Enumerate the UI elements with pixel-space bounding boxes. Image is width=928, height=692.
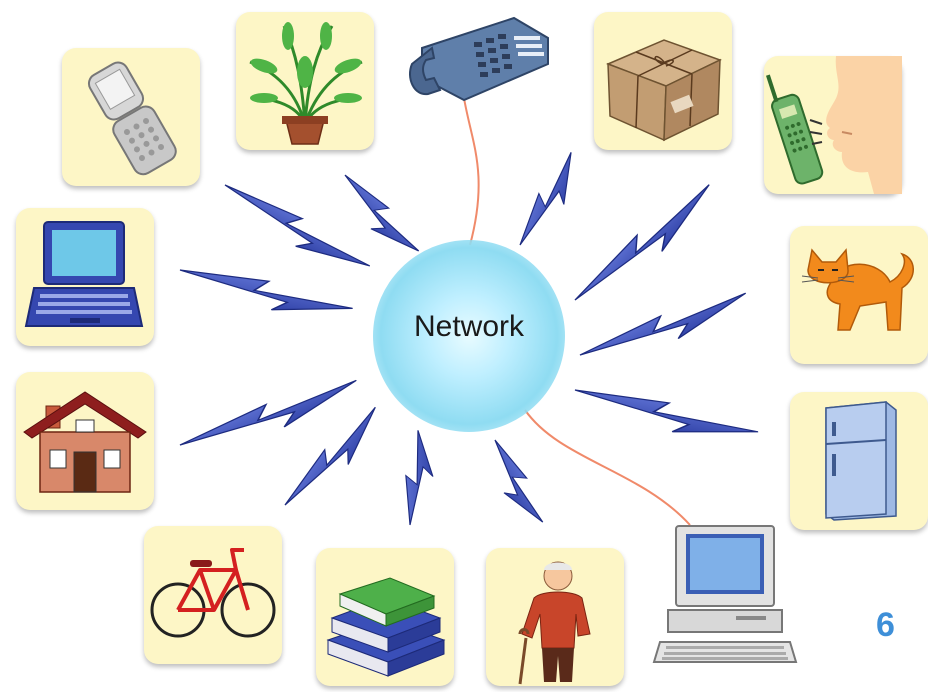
bolt-mobile xyxy=(218,170,371,289)
wire-telephone xyxy=(462,91,480,246)
bolt-speaker xyxy=(564,183,726,309)
bolt-plant xyxy=(336,164,420,267)
house-icon xyxy=(23,391,147,493)
speaking-face-phone-icon xyxy=(765,56,902,194)
bolt-books xyxy=(393,429,445,529)
bolt-fridge xyxy=(571,373,759,458)
bolt-cat xyxy=(574,292,754,366)
network-hub xyxy=(373,240,565,432)
card-elderly-person xyxy=(486,548,624,686)
network-label: Network xyxy=(413,310,525,343)
bolt-bicycle xyxy=(273,406,393,513)
page-number: 6 xyxy=(876,606,895,644)
card-mobile-phone xyxy=(62,48,200,186)
bicycle-icon xyxy=(150,548,276,638)
wire-computer xyxy=(524,409,691,526)
elderly-person-icon xyxy=(518,561,591,685)
mobile-phone-icon xyxy=(87,61,177,176)
desktop-computer-icon xyxy=(652,525,798,663)
laptop-icon xyxy=(24,221,144,327)
card-books xyxy=(316,548,454,686)
parcel-icon xyxy=(605,39,722,142)
card-bicycle xyxy=(144,526,282,664)
bolt-person xyxy=(485,433,544,532)
bolt-house xyxy=(174,379,364,456)
card-house xyxy=(16,372,154,510)
card-cordless-phone-speaker xyxy=(764,56,902,194)
card-cat xyxy=(790,226,928,364)
bolt-parcel xyxy=(506,151,593,252)
books-icon xyxy=(326,577,446,677)
card-potted-plant xyxy=(236,12,374,150)
cat-icon xyxy=(801,248,914,331)
desk-telephone-icon xyxy=(409,16,549,102)
potted-plant-icon xyxy=(249,22,363,145)
card-laptop xyxy=(16,208,154,346)
card-refrigerator xyxy=(790,392,928,530)
card-parcel xyxy=(594,12,732,150)
refrigerator-icon xyxy=(825,401,897,521)
bolt-laptop xyxy=(176,253,354,335)
